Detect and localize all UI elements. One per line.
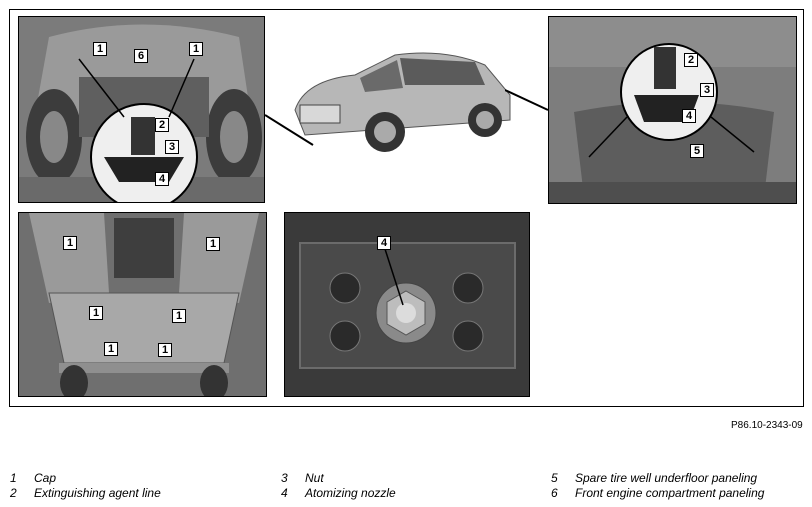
callout-cap: 1 (206, 237, 221, 251)
callout-nut: 3 (165, 140, 180, 154)
callout-atomizing-nozzle: 4 (682, 109, 697, 123)
callout-nut: 3 (700, 83, 715, 97)
leader-line-right (505, 89, 549, 111)
callout-cap: 1 (89, 306, 104, 320)
callout-extinguishing-line: 2 (155, 118, 170, 132)
callout-cap: 1 (158, 343, 173, 357)
callout-extinguishing-line: 2 (684, 53, 699, 67)
leader-line-left (265, 114, 314, 146)
callout-spare-tire-paneling: 5 (690, 144, 705, 158)
callout-cap: 1 (104, 342, 119, 356)
callout-cap: 1 (172, 309, 187, 323)
callout-cap: 1 (63, 236, 78, 250)
front-underside-photo: 1 6 1 2 3 4 (18, 16, 265, 203)
rear-underside-photo: 2 3 4 5 (548, 16, 797, 204)
callout-cap-right: 1 (189, 42, 204, 56)
figure-reference: P86.10-2343-09 (731, 420, 803, 431)
callout-front-paneling: 6 (134, 49, 149, 63)
nozzle-closeup-photo: 4 (284, 212, 530, 397)
underbody-paneling-photo: 1 1 1 1 1 1 (18, 212, 267, 397)
callout-cap-left: 1 (93, 42, 108, 56)
car-photo (285, 40, 515, 155)
callout-atomizing-nozzle: 4 (155, 172, 170, 186)
callout-atomizing-nozzle: 4 (377, 236, 392, 250)
